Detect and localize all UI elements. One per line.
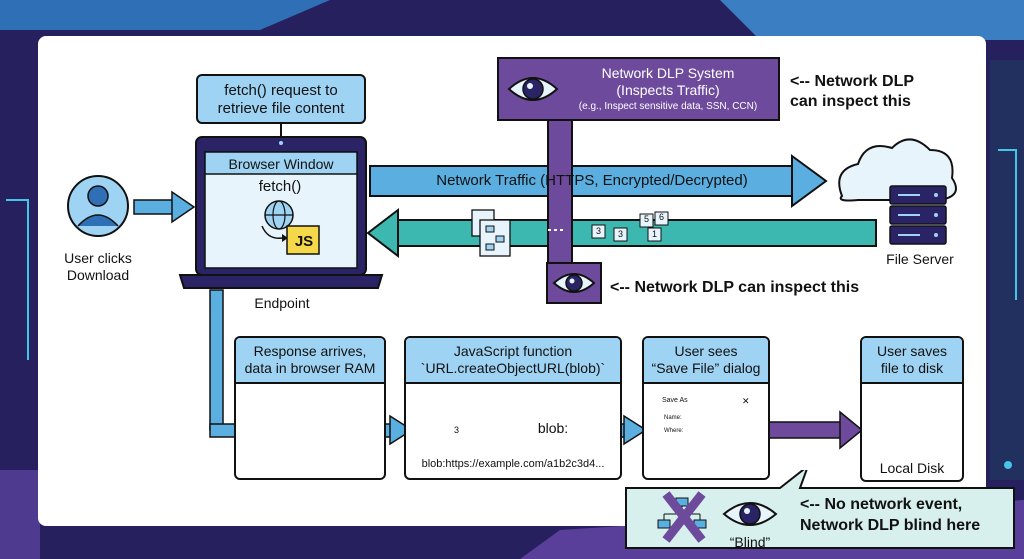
step-ram-line1: Response arrives,: [253, 343, 367, 359]
laptop-icon: [178, 136, 384, 289]
annotation-bottom-line1: <-- No network event,: [800, 496, 963, 513]
outgoing-traffic-arrow: [369, 154, 828, 208]
blind-eye-icon: [722, 502, 778, 526]
packet-icons: [591, 211, 669, 242]
step-blob-line2: `URL.createObjectURL(blob)`: [420, 360, 606, 376]
eye-icon: [552, 273, 596, 293]
annotation-top-line1: <-- Network DLP: [790, 73, 915, 90]
endpoint-label: Endpoint: [254, 295, 310, 311]
traffic-label: Network Traffic (HTTPS, Encrypted/Decryp…: [436, 172, 748, 189]
blob-label: blob:: [537, 420, 569, 436]
save-dialog-title: Save As: [662, 397, 688, 404]
local-disk-label: Local Disk: [879, 460, 945, 476]
eye-icon: [507, 77, 559, 101]
fetch-callout: fetch() request to retrieve file content: [196, 74, 366, 124]
step-blob: JavaScript function `URL.createObjectURL…: [404, 336, 622, 480]
step-disk-line2: file to disk: [880, 360, 944, 376]
js-badge: JS: [294, 233, 314, 250]
annotation-bottom: <-- No network event, Network DLP blind …: [800, 494, 980, 536]
step-ram-header: Response arrives, data in browser RAM: [236, 338, 384, 384]
step-disk-header: User saves file to disk: [862, 338, 962, 384]
fetch-callout-line2: retrieve file content: [217, 100, 345, 117]
dialog-name-label: Name:: [664, 415, 682, 421]
user-to-browser-arrow: [133, 190, 196, 224]
step-save-line2: “Save File” dialog: [651, 360, 761, 376]
user-label: User clicks Download: [48, 250, 148, 284]
step-save-line1: User sees: [674, 343, 738, 359]
network-dlp-title-line2: (Inspects Traffic): [616, 82, 720, 98]
annotation-top: <-- Network DLP can inspect this: [790, 72, 914, 112]
blind-callout-shape: [625, 470, 1015, 549]
network-crossed-icon: [657, 491, 707, 543]
network-dlp-title-line1: Network DLP System: [601, 65, 735, 81]
step-ram-line2: data in browser RAM: [244, 360, 376, 376]
user-label-line1: User clicks: [64, 250, 132, 266]
packet-label: 3: [595, 226, 601, 236]
step-disk-line1: User saves: [876, 343, 948, 359]
packet-label: 5: [643, 214, 649, 224]
annotation-middle: <-- Network DLP can inspect this: [610, 279, 860, 296]
dialog-where-label: Where:: [664, 428, 684, 434]
browser-window-title: Browser Window: [228, 156, 334, 172]
packet-label: 1: [651, 229, 657, 239]
document-icons: [471, 209, 511, 257]
user-icon: [67, 175, 129, 237]
step-blob-line1: JavaScript function: [453, 343, 573, 359]
packet-label: 6: [658, 212, 664, 222]
packet-label: 3: [617, 229, 623, 239]
annotation-top-line2: can inspect this: [790, 93, 911, 110]
fetch-label: fetch(): [258, 178, 302, 195]
blob-url: blob:https://example.com/a1b2c3d4...: [421, 458, 605, 470]
annotation-bottom-line2: Network DLP blind here: [800, 517, 981, 534]
step-save-header: User sees “Save File” dialog: [644, 338, 768, 384]
file-server-icon: [838, 138, 957, 245]
fetch-callout-line1: fetch() request to: [224, 82, 338, 99]
step-save-dialog: User sees “Save File” dialog: [642, 336, 770, 480]
step-ram: Response arrives, data in browser RAM: [234, 336, 386, 480]
network-dlp-subtitle: (e.g., Inspect sensitive data, SSN, CCN): [578, 101, 758, 112]
blob-chunk-label: 3: [453, 425, 459, 435]
step-blob-header: JavaScript function `URL.createObjectURL…: [406, 338, 620, 384]
user-label-line2: Download: [66, 267, 130, 283]
blind-label: “Blind”: [729, 534, 771, 550]
step-save-disk: User saves file to disk: [860, 336, 964, 482]
network-dlp-tap-box: [546, 262, 602, 304]
network-dlp-system-box: Network DLP System (Inspects Traffic) (e…: [497, 57, 780, 121]
close-icon[interactable]: ✕: [742, 396, 750, 406]
file-server-label: File Server: [886, 251, 954, 267]
